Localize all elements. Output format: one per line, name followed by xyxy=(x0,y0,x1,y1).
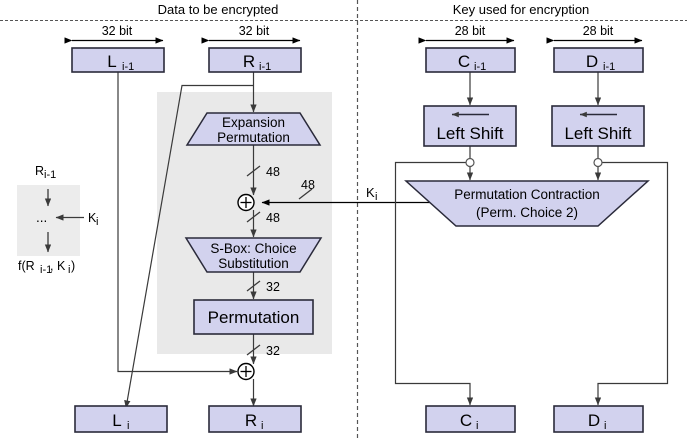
junction-dot-d xyxy=(593,157,603,168)
box-R-next-sub: i xyxy=(261,420,263,432)
shape-expansion-permutation[interactable]: Expansion Permutation xyxy=(185,112,322,146)
subkey-label-sub: i xyxy=(375,191,377,203)
box-L-next-label: L xyxy=(112,411,121,430)
bus-width-label: 48 xyxy=(301,178,315,192)
bus-width-label: 48 xyxy=(266,165,280,179)
box-R-prev-label: R xyxy=(243,52,255,71)
left-section-header: Data to be encrypted xyxy=(158,2,279,17)
bus-width-label: 48 xyxy=(266,211,280,225)
junction-dot-c xyxy=(465,157,475,168)
box-left-shift-2[interactable]: Left Shift xyxy=(551,105,645,147)
box-C-next-label: C xyxy=(460,411,472,430)
permutation-label: Permutation xyxy=(208,308,300,327)
dimension-28bit-right: 28 bit xyxy=(546,24,643,44)
legend-dots: ... xyxy=(36,210,47,225)
contraction-line1: Permutation Contraction xyxy=(454,187,600,202)
dimension-32bit-right: 32 bit xyxy=(201,24,301,44)
box-left-shift-1[interactable]: Left Shift xyxy=(423,105,517,147)
legend-output-end: ) xyxy=(71,259,75,273)
legend-output-sub2: i xyxy=(68,264,70,276)
dimension-28bit-left: 28 bit xyxy=(418,24,515,44)
box-C-prev-sub: i-1 xyxy=(474,61,486,73)
bus-width-after-permutation: 32 xyxy=(246,344,280,358)
box-D-next-label: D xyxy=(588,411,600,430)
wire-djunction-to-dnext xyxy=(594,161,669,406)
dimension-32bit-left: 32 bit xyxy=(64,24,164,44)
left-shift-1-label: Left Shift xyxy=(436,124,503,143)
right-section-header: Key used for encryption xyxy=(453,2,590,17)
box-L-prev-label: L xyxy=(107,52,116,71)
subkey-label: K i xyxy=(366,185,377,203)
legend-output-sub1: i-1 xyxy=(40,264,52,276)
wire-lprev-to-xor2 xyxy=(117,72,238,375)
box-R-prev[interactable]: R i-1 xyxy=(208,47,302,73)
bus-width-key-input: 48 xyxy=(298,178,315,200)
wire-cjunction-to-cnext xyxy=(394,161,474,406)
box-C-prev[interactable]: C i-1 xyxy=(425,47,516,73)
box-C-next-sub: i xyxy=(476,420,478,432)
expansion-line2: Permutation xyxy=(217,130,290,145)
bus-width-after-xor: 48 xyxy=(246,211,280,225)
box-L-next[interactable]: L i xyxy=(74,405,168,433)
box-L-prev[interactable]: L i-1 xyxy=(71,47,165,73)
bus-width-label: 32 xyxy=(266,344,280,358)
legend-key-sub: i xyxy=(96,216,98,228)
contraction-line2: (Perm. Choice 2) xyxy=(476,205,578,220)
box-L-prev-sub: i-1 xyxy=(122,61,134,73)
shape-sbox[interactable]: S-Box: Choice Substitution xyxy=(184,237,323,273)
wire-rprev-to-lnext xyxy=(124,84,254,409)
box-D-next-sub: i xyxy=(604,420,606,432)
legend-key: K i xyxy=(88,211,98,228)
bus-width-after-expansion: 48 xyxy=(246,165,280,179)
bus-width-label: 32 xyxy=(266,280,280,294)
dimension-label: 28 bit xyxy=(455,24,486,38)
box-D-prev-label: D xyxy=(586,52,598,71)
legend-input-label: R xyxy=(35,164,44,178)
box-D-prev-sub: i-1 xyxy=(603,61,615,73)
shape-permutation[interactable]: Permutation xyxy=(193,299,314,335)
box-R-prev-sub: i-1 xyxy=(259,61,271,73)
sbox-line2: Substitution xyxy=(218,256,289,271)
box-R-next-label: R xyxy=(245,411,257,430)
legend-output: f(R i-1 , K i ) xyxy=(18,259,75,276)
bus-width-after-sbox: 32 xyxy=(246,280,280,294)
dimension-label: 32 bit xyxy=(239,24,270,38)
sbox-line1: S-Box: Choice xyxy=(210,241,296,256)
box-D-next[interactable]: D i xyxy=(553,405,644,433)
left-shift-2-label: Left Shift xyxy=(564,124,631,143)
box-C-next[interactable]: C i xyxy=(425,405,516,433)
box-D-prev[interactable]: D i-1 xyxy=(553,47,644,73)
xor-operator-key xyxy=(237,193,255,212)
box-L-next-sub: i xyxy=(127,420,129,432)
expansion-line1: Expansion xyxy=(222,115,285,130)
dimension-label: 32 bit xyxy=(102,24,133,38)
legend-input-sub: i-1 xyxy=(44,169,56,181)
xor-operator-output xyxy=(237,362,255,381)
legend-output-1: f(R xyxy=(18,259,35,273)
subkey-label-main: K xyxy=(366,185,375,200)
dimension-label: 28 bit xyxy=(583,24,614,38)
shape-permutation-contraction[interactable]: Permutation Contraction (Perm. Choice 2) xyxy=(404,180,650,227)
box-C-prev-label: C xyxy=(458,52,470,71)
legend-key-label: K xyxy=(88,211,97,225)
legend-input: R i-1 xyxy=(35,164,56,181)
legend-output-mid: , K xyxy=(50,259,66,273)
box-R-next[interactable]: R i xyxy=(208,405,302,433)
